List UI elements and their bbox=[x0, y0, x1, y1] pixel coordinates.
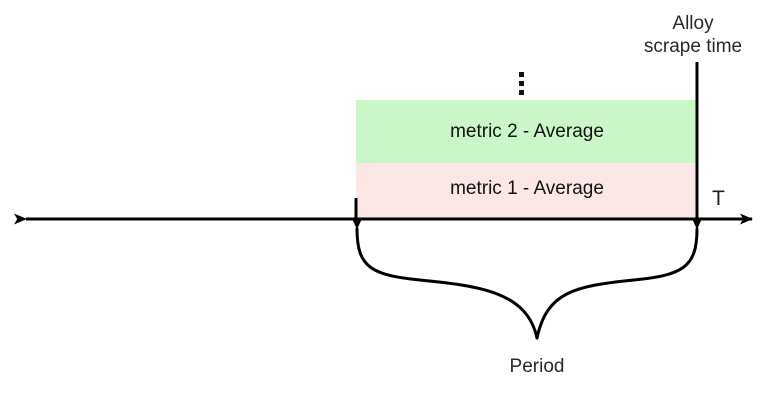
scrape-time-label-line-1: Alloy bbox=[672, 13, 714, 34]
metric-2-band bbox=[356, 100, 697, 163]
period-brace bbox=[351, 218, 703, 340]
period-label: Period bbox=[510, 356, 565, 377]
metric-2-label: metric 2 - Average bbox=[450, 121, 604, 142]
metric-1-band bbox=[356, 163, 697, 219]
scrape-time-label-line-2: scrape time bbox=[644, 36, 742, 57]
vertical-ellipsis-icon bbox=[519, 72, 524, 95]
metric-1-label: metric 1 - Average bbox=[450, 178, 604, 199]
axis-label: T bbox=[712, 187, 725, 210]
